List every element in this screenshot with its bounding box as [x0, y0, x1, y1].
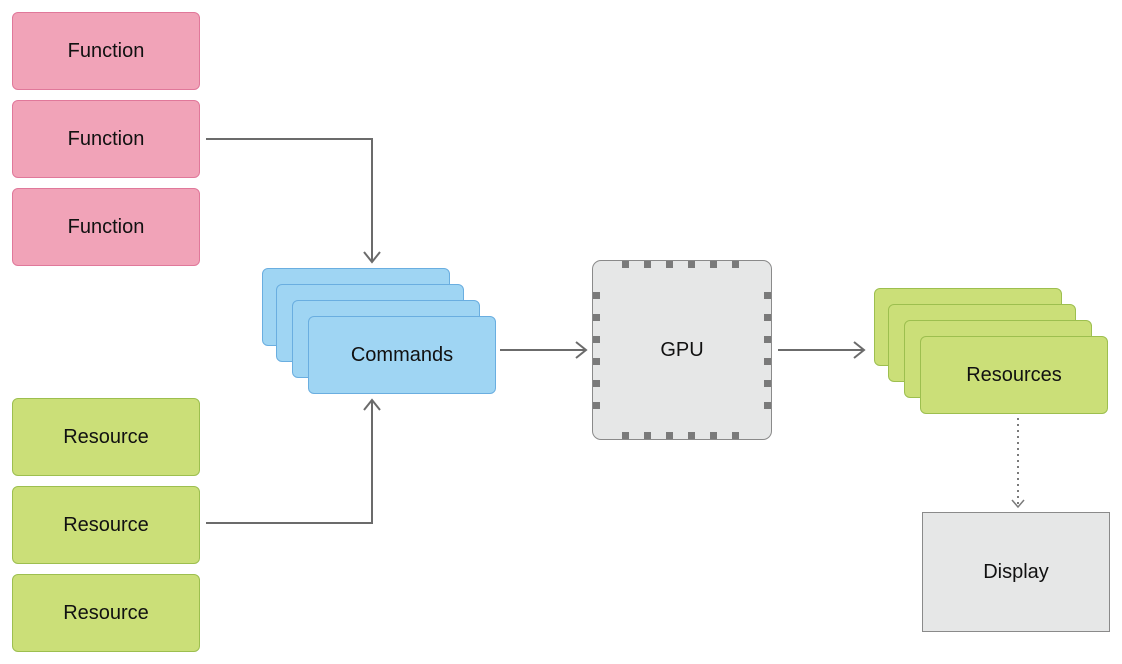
arrowhead-down-icon [363, 251, 381, 264]
gpu-label: GPU [660, 338, 704, 361]
resource-node-1[interactable]: Resource [12, 398, 200, 476]
function-label: Function [67, 127, 145, 150]
gpu-pin [593, 336, 600, 343]
gpu-pin [764, 336, 771, 343]
display-label: Display [983, 560, 1049, 583]
display-node[interactable]: Display [922, 512, 1110, 632]
gpu-pin [710, 261, 717, 268]
gpu-pin [732, 261, 739, 268]
gpu-pin [593, 314, 600, 321]
function-label: Function [67, 215, 145, 238]
arrowhead-down-icon [1011, 499, 1025, 509]
resource-label: Resource [63, 425, 149, 448]
gpu-node[interactable]: GPU [592, 260, 772, 440]
gpu-pin [593, 292, 600, 299]
gpu-pin [688, 432, 695, 439]
function-node-3[interactable]: Function [12, 188, 200, 266]
gpu-pin [666, 432, 673, 439]
gpu-pin [593, 358, 600, 365]
gpu-pin [764, 292, 771, 299]
gpu-pin [732, 432, 739, 439]
resource-node-3[interactable]: Resource [12, 574, 200, 652]
arrowhead-right-icon [575, 341, 588, 359]
gpu-pin [593, 380, 600, 387]
gpu-pin [593, 402, 600, 409]
gpu-pin [764, 358, 771, 365]
gpu-pin [764, 380, 771, 387]
resources-node[interactable]: Resources [920, 336, 1108, 414]
gpu-pin [644, 432, 651, 439]
gpu-pin [764, 314, 771, 321]
commands-label: Commands [350, 343, 454, 366]
gpu-pin [622, 261, 629, 268]
gpu-pin [688, 261, 695, 268]
gpu-pin [622, 432, 629, 439]
resource-node-2[interactable]: Resource [12, 486, 200, 564]
function-node-1[interactable]: Function [12, 12, 200, 90]
edge-resource-to-commands [206, 400, 373, 524]
commands-node[interactable]: Commands [308, 316, 496, 394]
edge-function-to-commands [206, 138, 373, 262]
gpu-pin [644, 261, 651, 268]
resources-label: Resources [966, 363, 1062, 386]
function-label: Function [67, 39, 145, 62]
gpu-pin [710, 432, 717, 439]
arrowhead-up-icon [363, 398, 381, 411]
arrowhead-right-icon [853, 341, 866, 359]
gpu-pin [764, 402, 771, 409]
resource-label: Resource [63, 513, 149, 536]
resource-label: Resource [63, 601, 149, 624]
function-node-2[interactable]: Function [12, 100, 200, 178]
gpu-pin [666, 261, 673, 268]
